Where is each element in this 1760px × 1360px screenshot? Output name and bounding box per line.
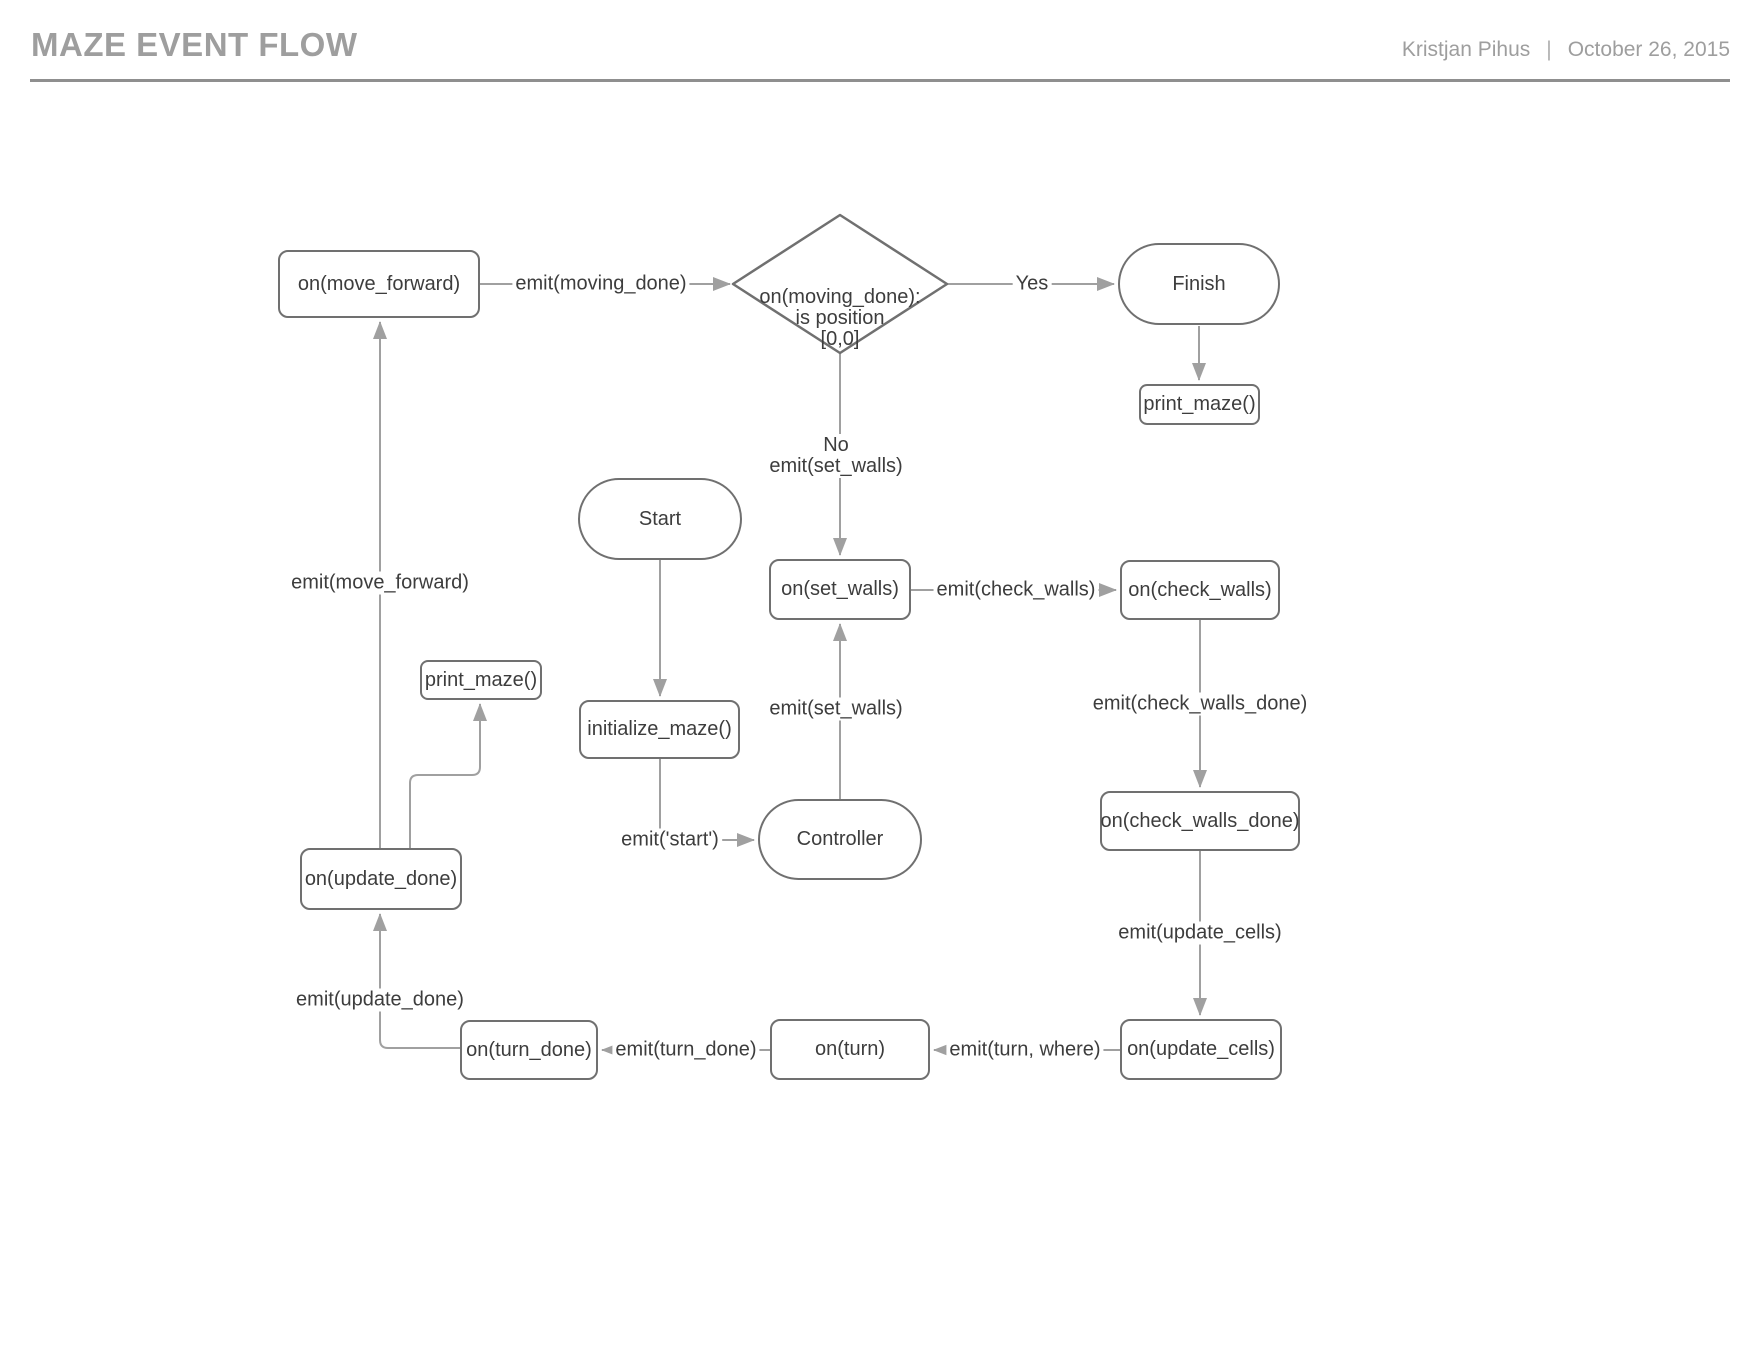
node-finish: Finish: [1118, 243, 1280, 325]
edge-update-print: [409, 703, 487, 848]
label-yes: Yes: [1012, 272, 1052, 296]
node-start: Start: [578, 478, 742, 560]
node-print-maze-top: print_maze(): [1139, 384, 1260, 425]
edge-update-done: [373, 913, 460, 1049]
node-on-set-walls: on(set_walls): [769, 559, 911, 620]
label-emit-update-done: emit(update_done): [293, 988, 467, 1012]
node-on-update-cells: on(update_cells): [1120, 1019, 1282, 1080]
header-divider: [30, 79, 1730, 82]
node-on-check-walls-done: on(check_walls_done): [1100, 791, 1300, 851]
label-emit-turn-done: emit(turn_done): [612, 1038, 760, 1062]
label-emit-start: emit('start'): [618, 828, 722, 852]
header-meta: Kristjan Pihus | October 26, 2015: [1402, 38, 1730, 62]
decision-diamond-shape: [731, 213, 949, 355]
label-emit-moving-done: emit(moving_done): [512, 272, 690, 296]
label-emit-set-walls-up: emit(set_walls): [766, 697, 906, 721]
node-on-turn-done: on(turn_done): [460, 1020, 598, 1080]
label-no-emit-set-walls: No emit(set_walls): [766, 434, 906, 478]
label-emit-check-walls: emit(check_walls): [933, 578, 1099, 602]
document-date: October 26, 2015: [1567, 38, 1730, 61]
page-title: MAZE EVENT FLOW: [31, 26, 358, 63]
node-controller: Controller: [758, 799, 922, 880]
node-decision-text: on(moving_done): is position [0,0]: [759, 286, 921, 350]
label-emit-turn-where: emit(turn, where): [946, 1038, 1104, 1062]
label-emit-update-cells: emit(update_cells): [1115, 921, 1285, 945]
label-no: No: [823, 434, 849, 456]
node-on-turn: on(turn): [770, 1019, 930, 1080]
label-emit-check-walls-done: emit(check_walls_done): [1089, 692, 1311, 716]
header-separator: |: [1546, 38, 1552, 61]
node-on-update-done: on(update_done): [300, 848, 462, 910]
label-emit-set-walls-down: emit(set_walls): [769, 455, 903, 477]
label-emit-move-forward: emit(move_forward): [288, 571, 472, 595]
node-on-check-walls: on(check_walls): [1120, 560, 1280, 620]
author-name: Kristjan Pihus: [1401, 38, 1531, 61]
node-initialize-maze: initialize_maze(): [579, 700, 740, 759]
node-on-move-forward: on(move_forward): [278, 250, 480, 318]
node-print-maze-left: print_maze(): [420, 660, 542, 700]
